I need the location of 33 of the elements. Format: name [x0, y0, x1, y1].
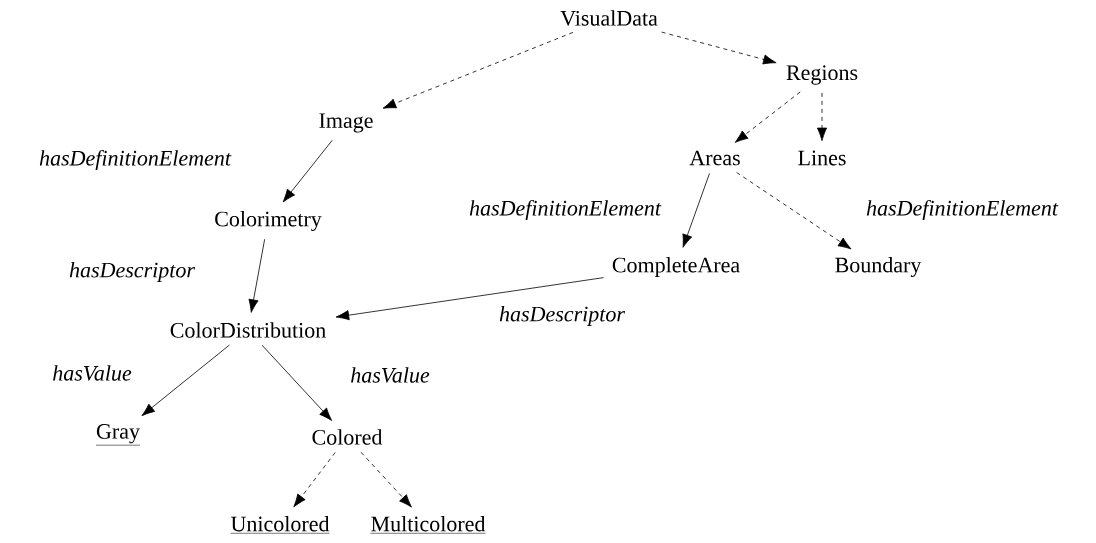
arrow: [141, 344, 230, 417]
concept-label: ColorDistribution: [170, 322, 326, 338]
arrow: [816, 92, 828, 142]
concept-label: Colored: [312, 429, 383, 445]
arrow: [661, 31, 777, 65]
arrow: [293, 452, 336, 508]
concept-label: Regions: [786, 65, 858, 85]
arrow: [682, 173, 710, 248]
edge-label: hasDescriptor: [67, 260, 197, 284]
arrow: [360, 451, 412, 508]
edge-label: hasValue: [348, 365, 432, 385]
concept-label: Unicolored: [230, 515, 330, 534]
arrow: [335, 277, 605, 321]
concept-label: Boundary: [835, 257, 922, 277]
concept-label: CompleteArea: [612, 257, 740, 277]
concept-label: VisualData: [560, 10, 658, 26]
arrow: [282, 139, 333, 203]
concept-label: Colorimetry: [215, 211, 322, 231]
edge-label: hasDefinitionElement: [864, 198, 1060, 222]
arrow: [248, 238, 266, 313]
arrow: [734, 91, 801, 143]
concept-label: Gray: [95, 424, 141, 446]
edge-label: hasDefinitionElement: [37, 148, 233, 172]
concept-label: Multicolored: [370, 515, 486, 534]
arrow: [261, 344, 333, 421]
edge-label: hasDescriptor: [497, 304, 627, 328]
edge-label: hasValue: [50, 363, 134, 383]
concept-label: Image: [319, 113, 373, 133]
concept-label: Lines: [798, 150, 846, 166]
edge-label: hasDefinitionElement: [467, 198, 663, 222]
concept-label: Areas: [689, 150, 740, 166]
arrow: [382, 32, 574, 109]
arrow: [736, 172, 852, 250]
